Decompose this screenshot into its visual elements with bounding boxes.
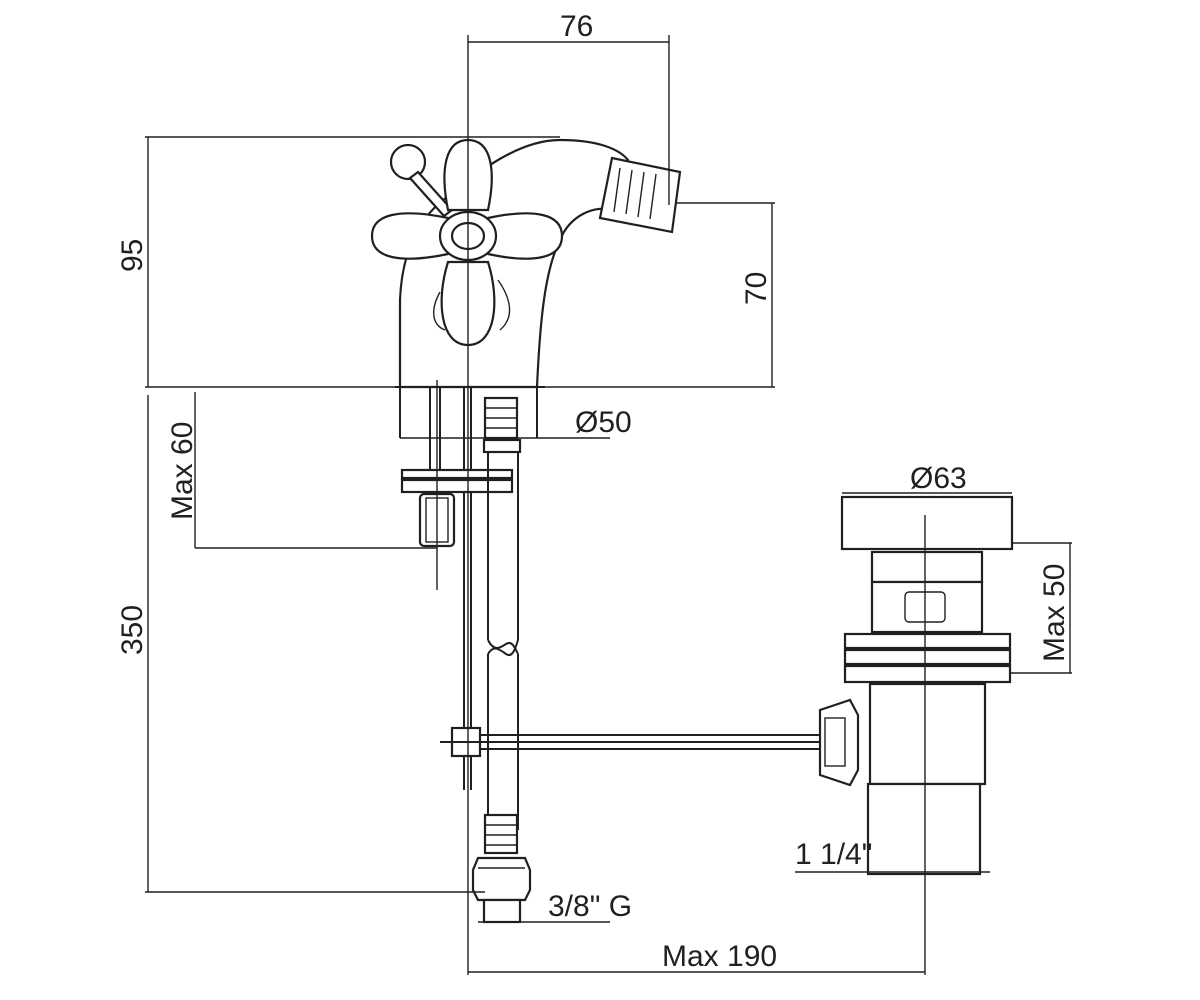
mounting-shank [399, 380, 538, 790]
dim-max-50: Max 50 [1038, 564, 1071, 662]
dim-76: 76 [560, 10, 593, 43]
waste-drain [818, 495, 1014, 975]
dim-1-1-4-thread: 1 1/4" [795, 838, 872, 871]
dim-3-8-g-thread: 3/8" G [548, 890, 632, 923]
dim-max-60: Max 60 [166, 422, 199, 520]
dim-70: 70 [740, 272, 773, 305]
mixer-body [370, 138, 682, 389]
dim-dia-63: Ø63 [910, 462, 967, 495]
dim-max-190: Max 190 [662, 940, 777, 973]
popup-knob [389, 143, 454, 218]
dim-350: 350 [116, 605, 149, 655]
dimension-lines [145, 35, 1072, 975]
spout-nozzle [598, 156, 682, 234]
dim-dia-50: Ø50 [575, 406, 632, 439]
dim-95: 95 [116, 239, 149, 272]
dimension-labels: 76 95 70 Ø50 Max 60 350 Ø63 Max 50 1 1/4… [116, 10, 1071, 973]
flexible-hose [471, 396, 532, 924]
popup-rod [440, 726, 830, 758]
